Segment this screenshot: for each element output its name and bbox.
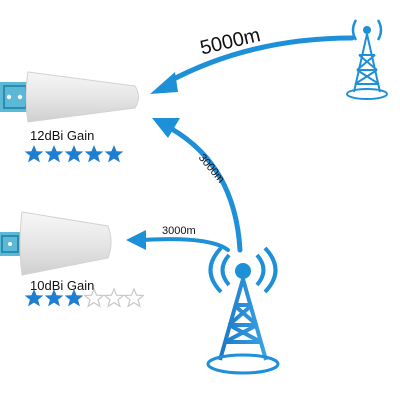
star-empty-icon <box>84 288 104 308</box>
antenna-10dbi-label: 10dBi Gain <box>30 278 95 293</box>
rating-stars-12dbi <box>24 144 124 164</box>
star-filled-icon <box>24 289 44 307</box>
rating-stars-10dbi <box>24 288 144 308</box>
distance-label-3000m-lower: 3000m <box>162 225 196 237</box>
antenna-10dbi-icon <box>0 211 112 276</box>
star-empty-icon <box>104 288 124 308</box>
antenna-12dbi-icon <box>0 71 139 123</box>
signal-arrow-3000m-lower <box>126 230 230 252</box>
star-filled-icon <box>44 289 64 307</box>
cell-tower-far-icon <box>346 19 388 100</box>
star-empty-icon <box>124 288 144 308</box>
star-filled-icon <box>44 145 64 163</box>
star-filled-icon <box>64 289 84 307</box>
star-filled-icon <box>104 145 124 163</box>
signal-arrow-3000m-upper <box>152 118 243 253</box>
star-filled-icon <box>64 145 84 163</box>
antenna-12dbi-label: 12dBi Gain <box>30 128 95 143</box>
cell-tower-near-icon <box>206 246 280 375</box>
star-filled-icon <box>84 145 104 163</box>
signal-arrow-5000m <box>150 35 355 94</box>
star-filled-icon <box>24 145 44 163</box>
